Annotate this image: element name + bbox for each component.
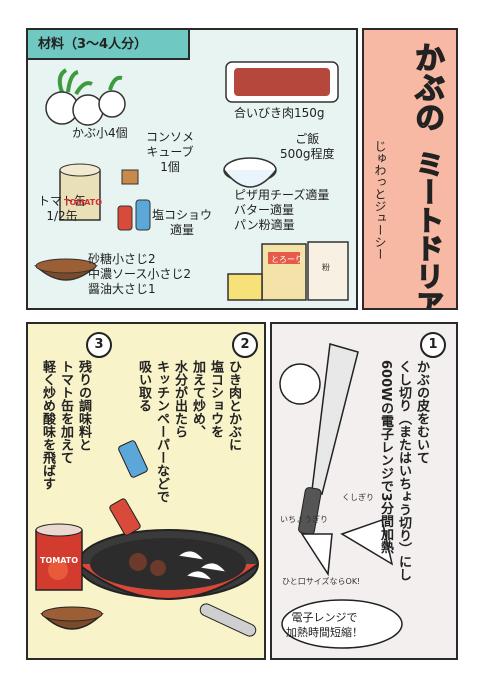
rice-label: ご飯 500g程度	[280, 132, 335, 161]
step1-text: かぶの皮をむいて くし切り（またはいちょう切り）にし 600Wの電子レンジで3分…	[378, 360, 429, 581]
step3-number: 3	[86, 332, 112, 358]
turnip-icon	[45, 68, 126, 126]
salt-pepper-label: 塩コショウ 適量	[152, 208, 213, 237]
step1-number: 1	[420, 332, 446, 358]
salt-pepper-icon	[109, 440, 148, 536]
tomato-can-label: トマト缶 1/2缶	[38, 194, 87, 223]
label-size: ひと口サイズならOK!	[282, 577, 361, 586]
step1-bubble: 電子レンジで 加熱時間短縮！	[286, 611, 363, 639]
tomato-can-icon	[59, 163, 101, 221]
meat-and-turnip-icon	[129, 550, 228, 581]
turnip-icon	[279, 363, 321, 405]
consomme-label: コンソメ キューブ 1個	[146, 130, 195, 174]
title-panel: かぶの ミートドリア じゅわっとジューシー	[362, 28, 458, 310]
box-print: とろーり	[271, 255, 303, 264]
title-line2: ミートドリア	[411, 149, 446, 310]
seasoning-bowl-icon	[40, 606, 104, 630]
can-print: TOMATO	[40, 556, 79, 565]
tomato-can-icon	[35, 523, 83, 591]
rice-bowl-icon	[223, 157, 277, 188]
toppings-label: ピザ用チーズ適量 バター適量 パン粉適量	[234, 188, 330, 232]
consomme-cube-icon	[121, 169, 139, 185]
pan-icon	[77, 529, 259, 637]
label-kushi: くしぎり	[342, 493, 374, 502]
salt-pepper-icon	[117, 199, 151, 231]
step2-text: ひき肉とかぶに 塩コショウを 加えて炒め、 水分が出たら キッチンペーパーなどで…	[136, 360, 241, 503]
can-print: TOMATO	[64, 198, 103, 207]
bag-print: 粉	[322, 263, 330, 272]
step1-panel: 1 かぶの皮をむいて くし切り（またはいちょう切り）にし 600Wの電子レンジで…	[270, 322, 458, 660]
seasoning-label: 砂糖小さじ2 中濃ソース小さじ2 醤油大さじ1	[88, 252, 192, 296]
step3-illustration	[35, 440, 259, 637]
speech-bubble-icon	[281, 599, 403, 649]
title-subtitle: じゅわっとジューシー	[373, 140, 387, 260]
step3-panel: 3 残りの調味料と トマト缶を加えて 軽く炒め酸味を飛ばす 2 ひき肉とかぶに …	[26, 322, 266, 660]
seasoning-bowl-icon	[34, 258, 98, 281]
ground-meat-icon	[225, 61, 339, 103]
step1-illustration	[279, 343, 403, 649]
title-line1: かぶの	[408, 41, 445, 133]
label-icho: いちょうぎり	[280, 515, 328, 524]
step2-number: 2	[232, 332, 258, 358]
step3-text: 残りの調味料と トマト缶を加えて 軽く炒め酸味を飛ばす	[40, 360, 91, 490]
turnip-label: かぶ小4個	[72, 126, 128, 140]
turnip-wedge-icon	[300, 519, 394, 577]
breadcrumbs-bag-icon	[307, 241, 349, 301]
ingredients-panel: 材料（3〜4人分）	[26, 28, 358, 310]
ingredients-illustration	[34, 61, 349, 301]
butter-icon	[227, 273, 263, 301]
knife-icon	[298, 343, 359, 535]
ground-meat-label: 合いびき肉150g	[234, 106, 325, 120]
cheese-box-icon	[261, 243, 307, 301]
ingredients-heading: 材料（3〜4人分）	[28, 30, 190, 60]
